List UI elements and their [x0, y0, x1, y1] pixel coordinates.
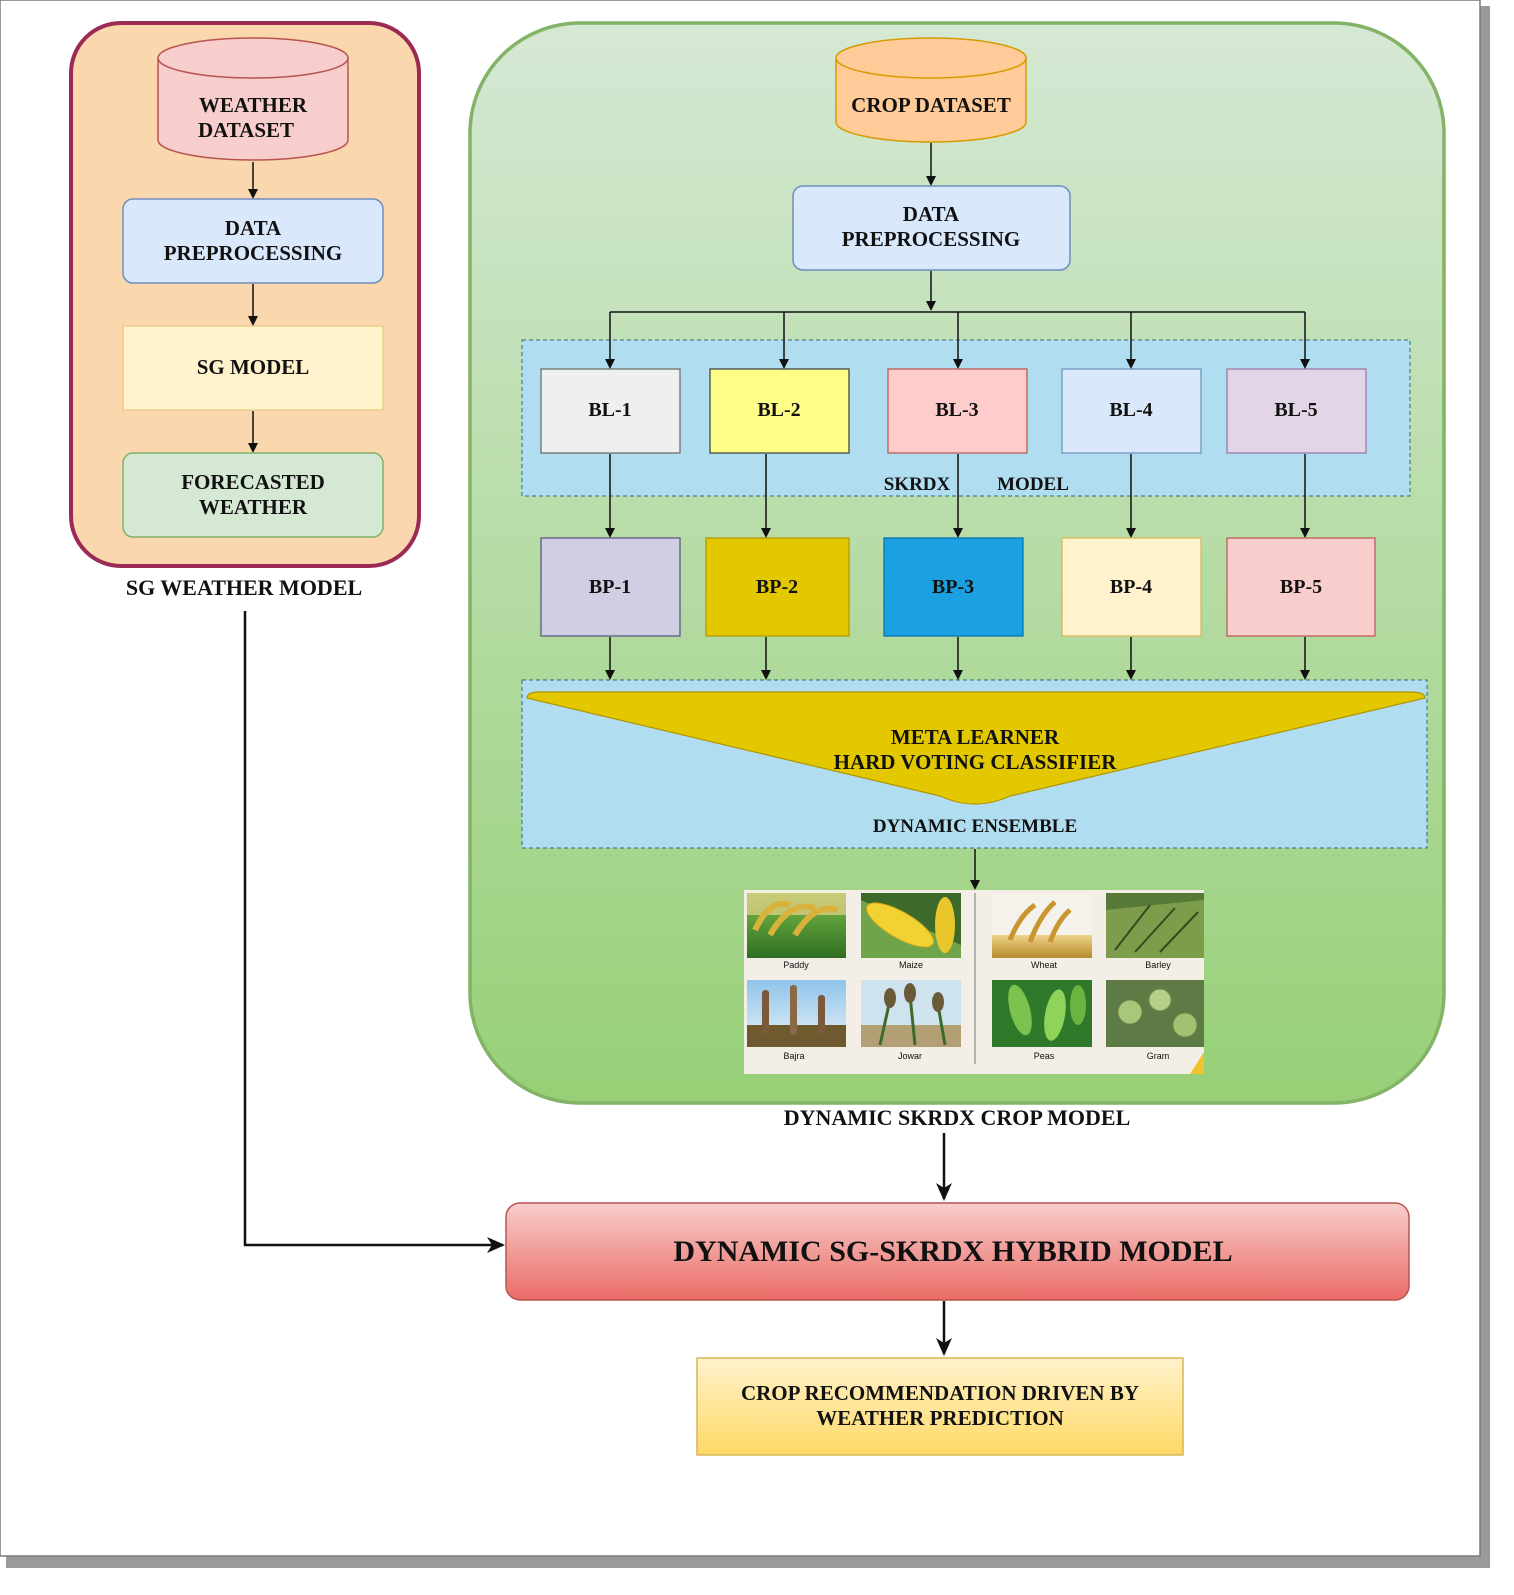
bp-5-box [1226, 537, 1376, 637]
barley-image [1106, 893, 1204, 958]
bajra-image [747, 980, 846, 1047]
jowar-image [861, 980, 961, 1047]
bl-1-label: BL-1 [588, 399, 631, 421]
bp-3-box [883, 537, 1024, 637]
crop-preprocessing-line2: PREPROCESSING [842, 227, 1021, 251]
bp-2-label: BP-2 [756, 576, 798, 598]
crop-label-barley: Barley [1145, 960, 1171, 970]
weather-dataset-cylinder [157, 37, 349, 161]
bp-4-label: BP-4 [1110, 576, 1152, 598]
skrdx-crop-caption: DYNAMIC SKRDX CROP MODEL [784, 1105, 1131, 1130]
arrow-weather-model-to-hybrid [243, 611, 505, 1253]
meta-learner-line2: HARD VOTING CLASSIFIER [834, 750, 1118, 774]
bp-1-box [540, 537, 681, 637]
model-label: MODEL [997, 474, 1069, 495]
crop-label-gram: Gram [1147, 1051, 1170, 1061]
crop-image-grid: Paddy Maize Wheat Barley [744, 890, 1204, 1074]
wheat-image [992, 893, 1092, 958]
crop-dataset-label: CROP DATASET [851, 93, 1011, 117]
bp-3-label: BP-3 [932, 576, 974, 598]
bl-1-box [540, 368, 681, 454]
sg-model-label: SG MODEL [197, 355, 310, 379]
weather-dataset-line1: WEATHER [199, 93, 308, 117]
crop-label-paddy: Paddy [783, 960, 809, 970]
gram-image [1106, 980, 1204, 1047]
bp-4-box [1061, 537, 1202, 637]
hybrid-model-label: DYNAMIC SG-SKRDX HYBRID MODEL [673, 1235, 1232, 1268]
meta-learner-line1: META LEARNER [891, 725, 1060, 749]
crop-label-wheat: Wheat [1031, 960, 1058, 970]
crop-preprocessing-box [792, 185, 1071, 271]
weather-dataset-line2: DATASET [198, 118, 294, 142]
paddy-image [747, 893, 846, 958]
hybrid-model-box [505, 1202, 1410, 1301]
crop-label-peas: Peas [1034, 1051, 1055, 1061]
skrdx-label: SKRDX [884, 474, 951, 495]
meta-learner-funnel [526, 691, 1426, 805]
forecasted-weather-box [122, 452, 384, 538]
bl-3-box [887, 368, 1028, 454]
weather-preprocessing-box [122, 198, 384, 284]
weather-preprocessing-line1: DATA [225, 216, 282, 240]
dynamic-ensemble-label: DYNAMIC ENSEMBLE [873, 816, 1077, 837]
bl-5-box [1226, 368, 1367, 454]
maize-image [861, 893, 961, 958]
peas-image [992, 980, 1092, 1047]
forecasted-weather-line2: WEATHER [199, 495, 308, 519]
bl-5-label: BL-5 [1274, 399, 1317, 421]
crop-preprocessing-line1: DATA [903, 202, 960, 226]
crop-grid-corner [1190, 1052, 1204, 1074]
weather-preprocessing-line2: PREPROCESSING [164, 241, 343, 265]
bp-1-label: BP-1 [589, 576, 631, 598]
bl-4-box [1061, 368, 1202, 454]
bl-3-label: BL-3 [935, 399, 978, 421]
recommendation-line2: WEATHER PREDICTION [816, 1406, 1064, 1430]
bl-2-box [709, 368, 850, 454]
bp-2-box [705, 537, 850, 637]
bl-4-label: BL-4 [1109, 399, 1152, 421]
bl-2-label: BL-2 [757, 399, 800, 421]
sg-weather-panel [69, 21, 421, 568]
sg-model-box [122, 325, 384, 411]
bp-5-label: BP-5 [1280, 576, 1322, 598]
crop-label-jowar: Jowar [898, 1051, 922, 1061]
forecasted-weather-line1: FORECASTED [181, 470, 325, 494]
recommendation-box [696, 1357, 1184, 1456]
sg-weather-caption: SG WEATHER MODEL [126, 575, 362, 600]
crop-dataset-cylinder [835, 37, 1027, 143]
crop-label-maize: Maize [899, 960, 923, 970]
crop-label-bajra: Bajra [783, 1051, 804, 1061]
recommendation-line1: CROP RECOMMENDATION DRIVEN BY [741, 1381, 1139, 1405]
